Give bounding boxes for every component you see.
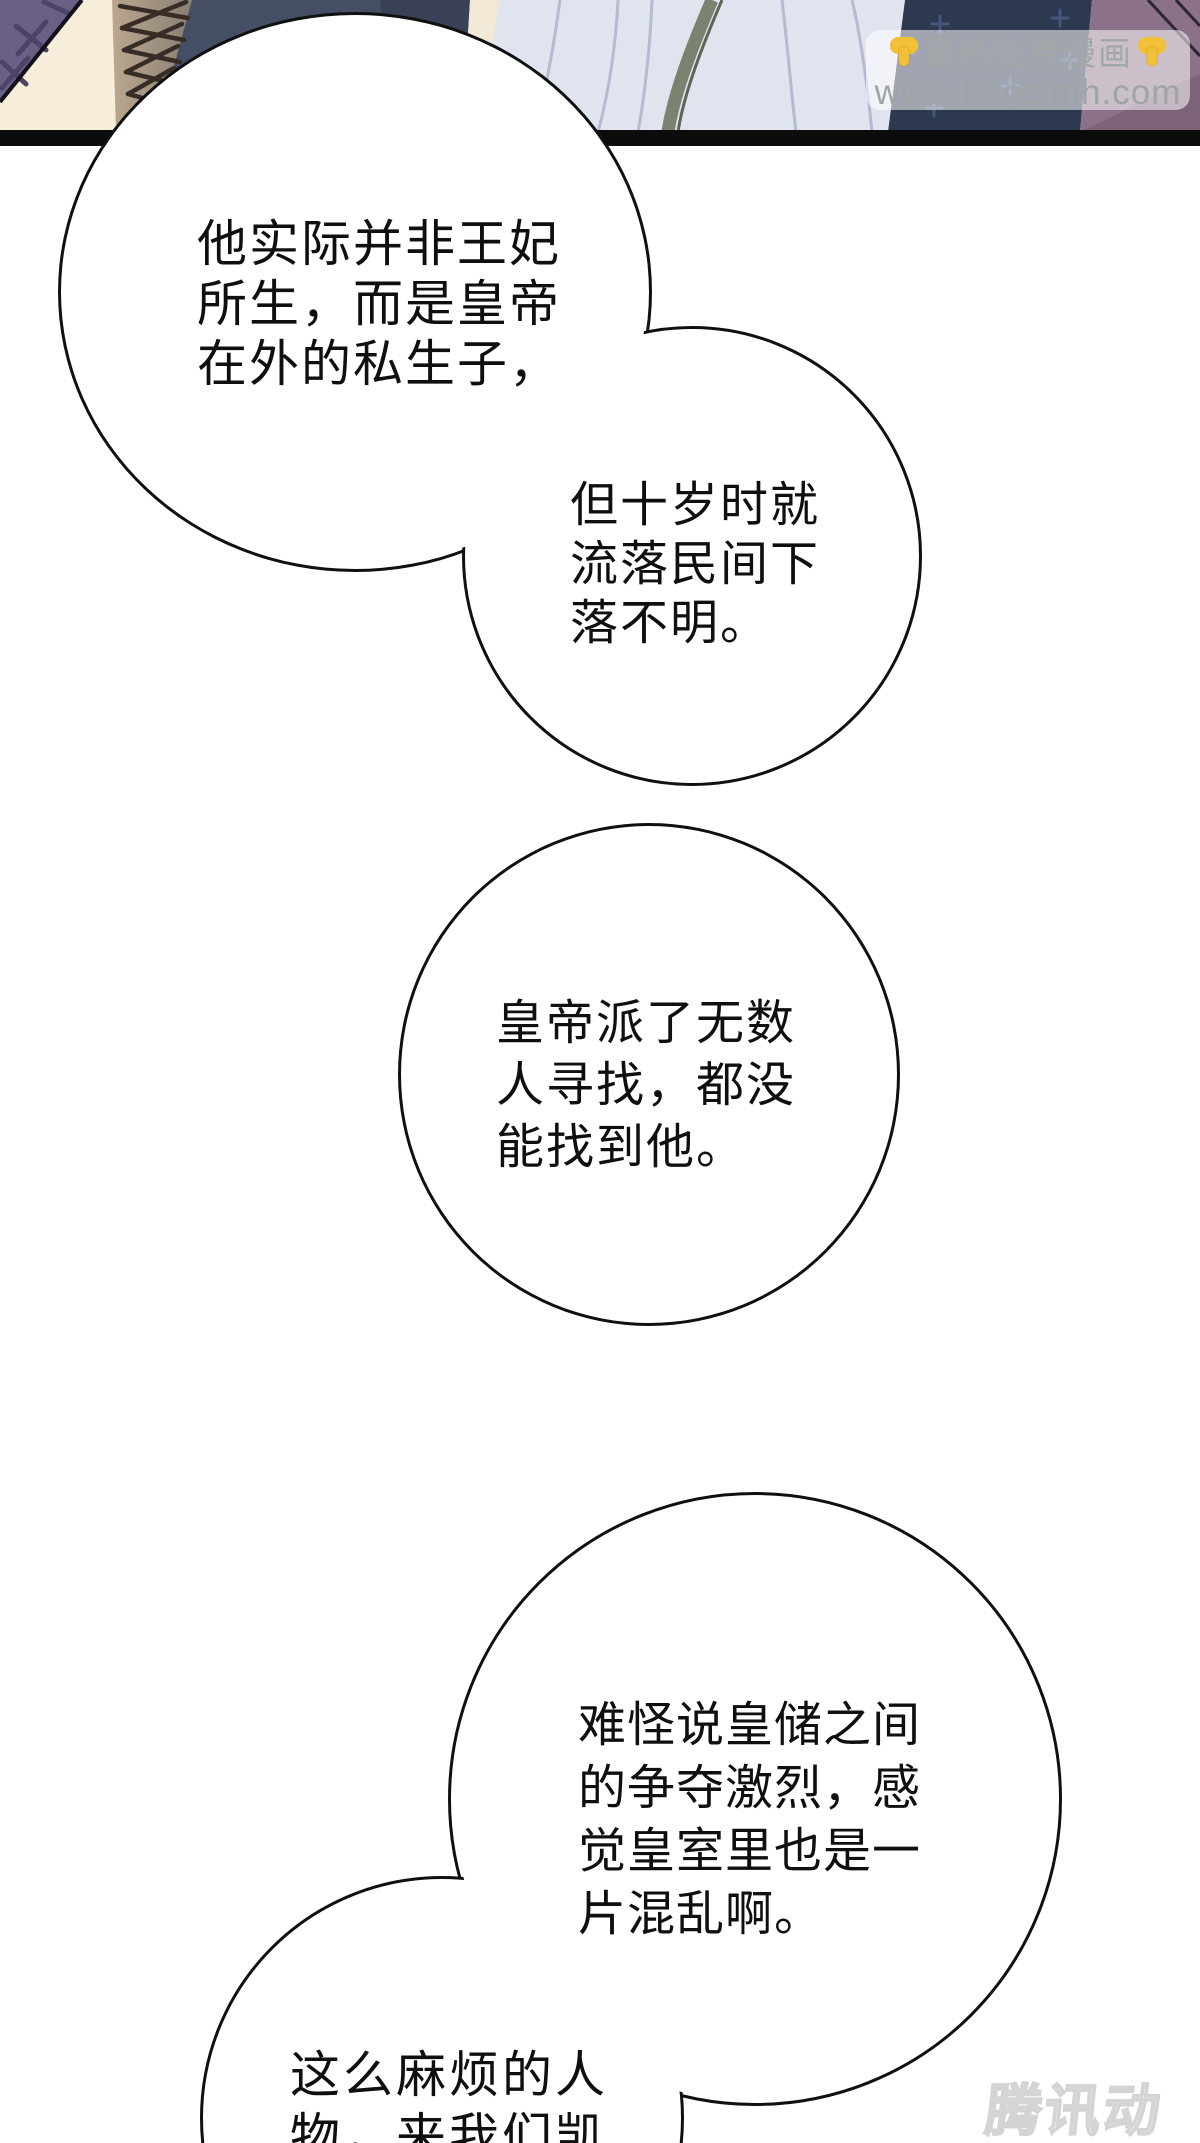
speech-text-line: 但十岁时就 xyxy=(570,479,821,532)
pointing-down-hand-icon xyxy=(1137,34,1167,68)
speech-text-line: 这么麻烦的人 xyxy=(290,2047,608,2103)
speech-text-line: 流落民间下 xyxy=(570,538,821,591)
purple-stitches xyxy=(0,0,73,91)
watermark-line1: 最新免费漫画 xyxy=(889,27,1167,75)
baozimh-watermark: 最新免费漫画 www.baozimh.com xyxy=(866,27,1190,112)
speech-bubble-3-text: 皇帝派了无数 人寻找，都没 能找到他。 xyxy=(496,993,796,1179)
speech-text-line: 在外的私生子， xyxy=(197,336,561,392)
speech-text-line: 他实际并非王妃 xyxy=(197,216,561,272)
speech-text-line: 皇帝派了无数 xyxy=(496,997,797,1050)
corset-seam xyxy=(112,0,192,132)
speech-text-line: 落不明。 xyxy=(570,597,771,650)
speech-bubble-3-fill xyxy=(403,828,895,1321)
mauve-lines xyxy=(1146,0,1200,58)
speech-bubble-4-text: 难怪说皇储之间 的争夺激烈，感 觉皇室里也是一 片混乱啊。 xyxy=(578,1694,921,1946)
speech-text-line: 能找到他。 xyxy=(496,1121,747,1174)
speech-bubble-2-fill xyxy=(467,331,917,781)
speech-bubble-2-text: 但十岁时就 流落民间下 落不明。 xyxy=(570,476,820,653)
speech-text-line: 人寻找，都没 xyxy=(496,1059,797,1112)
speech-bubble-1-text: 他实际并非王妃 所生，而是皇帝 在外的私生子， xyxy=(197,214,561,394)
speech-text-line: 物，来我们凯 xyxy=(290,2109,608,2143)
speech-text-line: 所生，而是皇帝 xyxy=(197,276,561,332)
speech-bubble-5-text: 这么麻烦的人 物，来我们凯 xyxy=(290,2044,608,2143)
speech-text-line: 片混乱啊。 xyxy=(578,1888,824,1941)
purple-edge-line xyxy=(0,0,84,104)
green-strap-edge xyxy=(676,0,724,133)
speech-text-line: 的争夺激烈，感 xyxy=(578,1762,922,1815)
watermark-url: www.baozimh.com xyxy=(874,73,1182,112)
speech-text-line: 难怪说皇储之间 xyxy=(578,1699,922,1752)
green-strap xyxy=(661,0,718,134)
pointing-down-hand-icon xyxy=(889,34,919,68)
garment-folds xyxy=(532,0,874,133)
tencent-watermark: 腾讯动漫 xyxy=(982,2078,1168,2143)
watermark-slogan: 最新免费漫画 xyxy=(923,35,1133,72)
speech-text-line: 觉皇室里也是一 xyxy=(578,1825,922,1878)
